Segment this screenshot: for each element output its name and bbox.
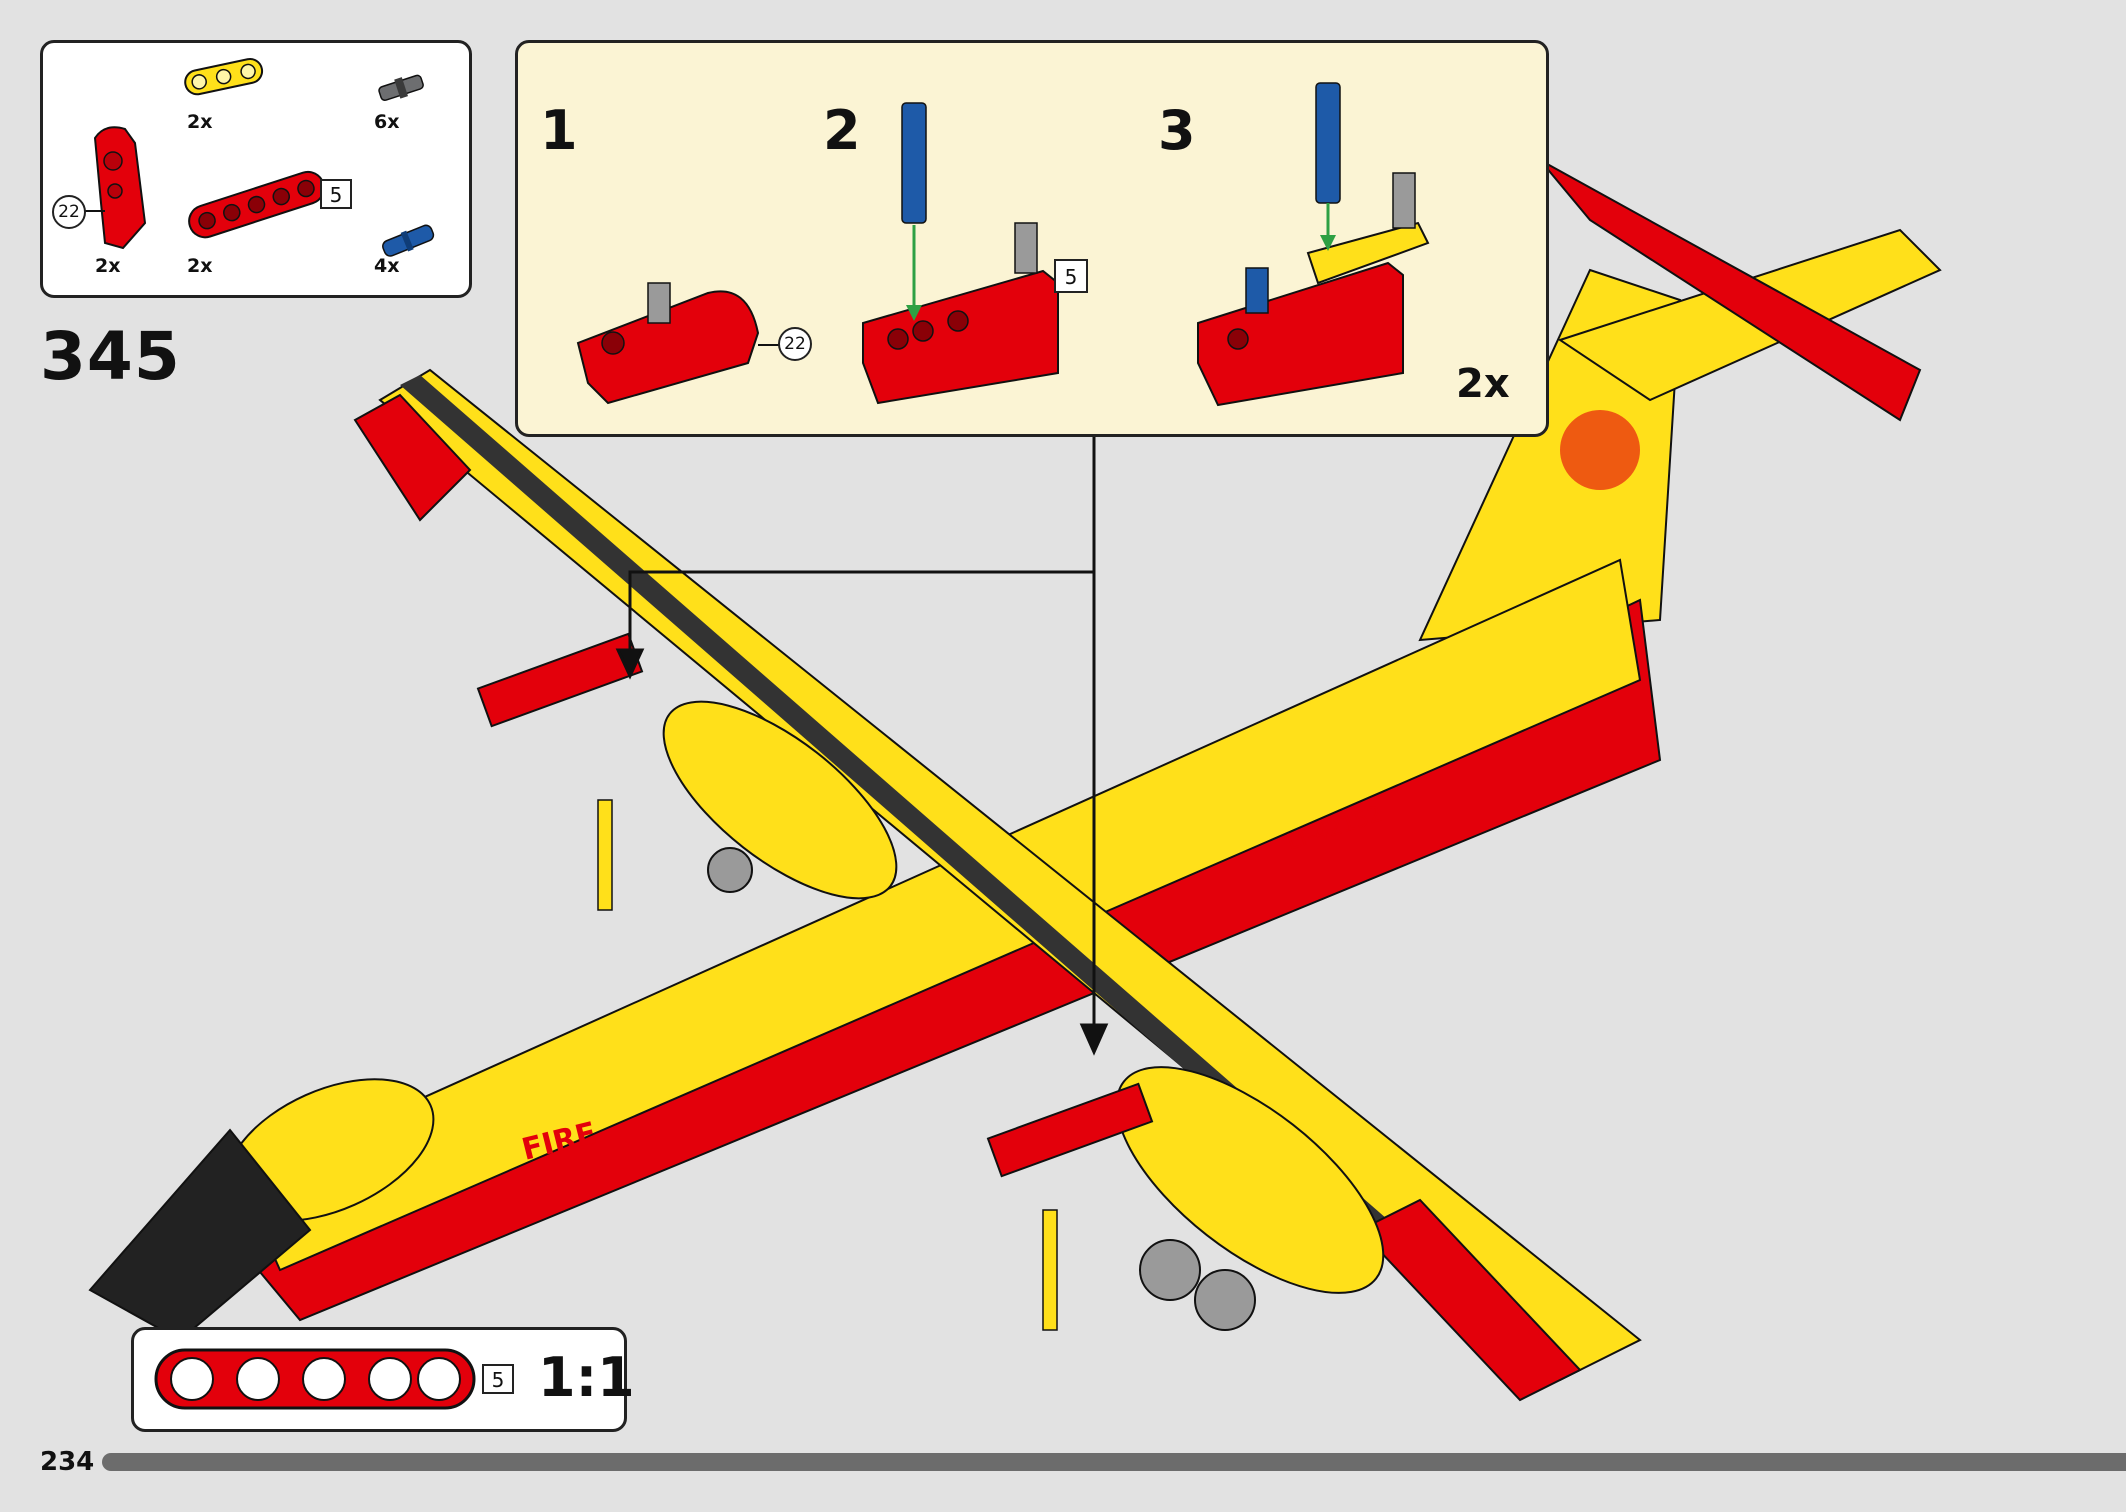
yellow-beam-3-part (184, 58, 264, 96)
part-callout-22: 22 (52, 195, 86, 229)
length-label: 5 (320, 179, 352, 209)
blue-pin-part (382, 224, 435, 257)
grey-axle-pin-part (378, 74, 424, 102)
substep-callout: 1 2 3 (515, 40, 1549, 437)
substep-callout-22: 22 (778, 327, 812, 361)
step-number: 345 (40, 318, 181, 395)
red-panel-part (83, 126, 147, 250)
substep-number: 1 (540, 99, 578, 162)
page-number: 234 (40, 1447, 95, 1477)
scale-beam (154, 1348, 476, 1410)
callout-connectors (615, 436, 1109, 1056)
scale-reference-box: 5 1:1 (131, 1327, 635, 1432)
fuselage: FIRE LT-42152 (88, 558, 1662, 1342)
substep-illustrations (576, 82, 1430, 407)
scale-length-label: 5 (482, 1364, 514, 1394)
substep-number: 3 (1158, 99, 1196, 162)
step2-assembly (862, 102, 1059, 405)
main-wing (353, 368, 1642, 1402)
tail-fin (1418, 159, 1942, 642)
progress-bar (102, 1453, 2126, 1471)
parts-list-panel: 2x 6x 2x 2x 4x 22 5 (40, 40, 472, 298)
part-qty: 2x (95, 255, 121, 277)
red-beam-5-part (188, 170, 325, 239)
scale-ratio: 1:1 (538, 1346, 635, 1409)
substep-length-label: 5 (1054, 259, 1088, 293)
step3-assembly (1197, 82, 1430, 407)
substep-multiplier: 2x (1456, 361, 1510, 407)
parts-illustrations (83, 58, 435, 257)
part-qty: 4x (374, 255, 400, 277)
step1-assembly (576, 282, 783, 405)
part-qty: 2x (187, 111, 213, 133)
part-qty: 6x (374, 111, 400, 133)
substep-number: 2 (823, 99, 861, 162)
part-qty: 2x (187, 255, 213, 277)
